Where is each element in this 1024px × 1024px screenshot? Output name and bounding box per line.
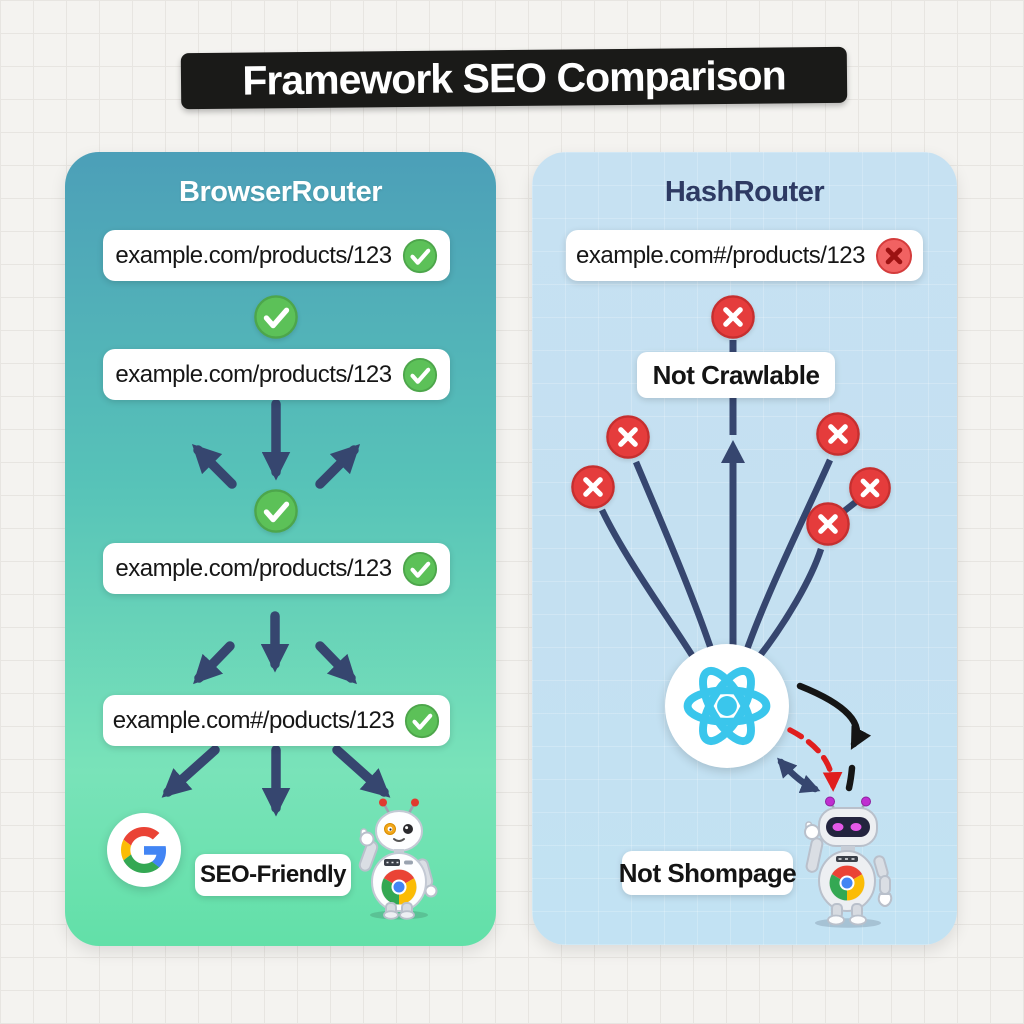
- google-logo-icon: [121, 827, 167, 873]
- check-circle-icon: [402, 551, 438, 587]
- google-logo-badge: [107, 813, 181, 887]
- cross-circle-icon: [805, 501, 851, 547]
- url-box: example.com#/poducts/123: [103, 695, 450, 746]
- cross-circle-icon: [815, 411, 861, 457]
- not-shompage-label: Not Shompage: [619, 851, 797, 895]
- failed-render-dashed-arrow-icon: [787, 727, 843, 792]
- url-text: example.com/products/123: [115, 554, 392, 582]
- hashrouter-panel: HashRouter example.com#/products/123: [532, 152, 957, 945]
- cross-circle-icon: [710, 294, 756, 340]
- url-box: example.com/products/123: [103, 349, 450, 400]
- bidirectional-arrow-icon: [777, 757, 821, 793]
- hashrouter-title: HashRouter: [664, 176, 825, 208]
- up-arrow-icon: [721, 440, 745, 463]
- crawler-robot-icon: [804, 796, 893, 928]
- down-right-arrow-icon: [315, 641, 357, 685]
- url-text: example.com#/poducts/123: [112, 706, 395, 734]
- check-circle-icon: [404, 703, 440, 739]
- js-render-arrow-tail-icon: [845, 764, 856, 792]
- url-box: example.com/products/123: [103, 543, 450, 594]
- url-box: example.com/products/123: [103, 230, 450, 281]
- check-circle-icon: [402, 357, 438, 393]
- url-text: example.com/products/123: [115, 360, 392, 388]
- page-title: Framework SEO Comparison: [242, 51, 786, 104]
- react-logo-icon: [679, 658, 775, 754]
- cross-circle-icon: [875, 237, 913, 275]
- down-right-arrow-icon: [332, 745, 391, 798]
- js-render-arrow-icon: [796, 682, 872, 750]
- up-right-arrow-icon: [315, 443, 361, 489]
- cross-circle-icon: [570, 464, 616, 510]
- chrome-robot-icon: [358, 798, 438, 920]
- cross-circle-icon: [605, 414, 651, 460]
- down-left-arrow-icon: [161, 745, 220, 798]
- up-left-arrow-icon: [191, 443, 237, 489]
- cross-circle-icon: [848, 466, 892, 510]
- browserrouter-title: BrowserRouter: [179, 176, 383, 208]
- browserrouter-panel: BrowserRouter example.com/products/123: [65, 152, 496, 946]
- url-text: example.com/products/123: [115, 241, 392, 269]
- seo-friendly-label: SEO-Friendly: [195, 854, 351, 896]
- down-left-arrow-icon: [193, 641, 235, 685]
- url-box: example.com#/products/123: [566, 230, 923, 281]
- title-banner: Framework SEO Comparison: [180, 46, 848, 110]
- url-text: example.com#/products/123: [576, 241, 866, 269]
- not-crawlable-label: Not Crawlable: [637, 352, 835, 398]
- check-circle-icon: [402, 238, 438, 274]
- check-circle-icon: [253, 488, 299, 534]
- react-app-circle: [665, 644, 789, 768]
- check-circle-icon: [253, 294, 299, 340]
